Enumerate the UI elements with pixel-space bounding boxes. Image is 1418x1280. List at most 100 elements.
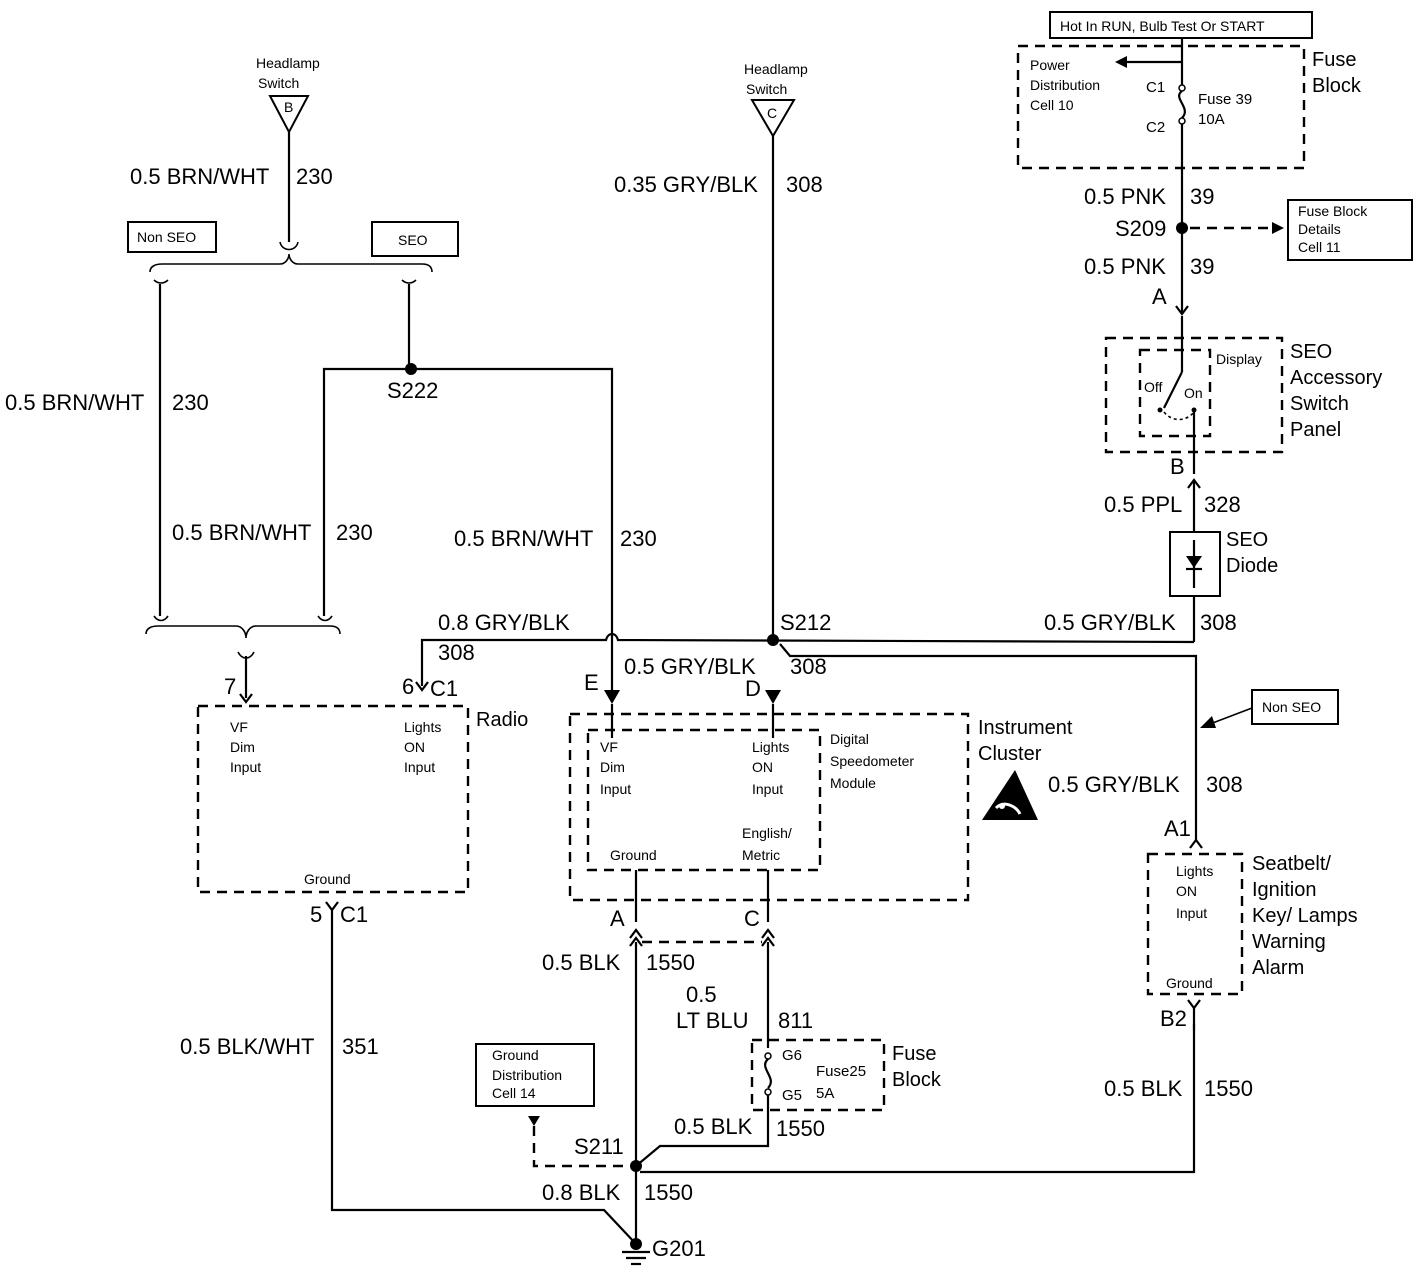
pdc-arrow-icon	[1115, 56, 1127, 68]
wire-328: 328	[1204, 492, 1241, 517]
fuse-g5: G5	[782, 1087, 802, 1104]
ground-g201-icon	[622, 1238, 650, 1266]
headlamp-c-triangle-icon	[750, 99, 796, 138]
wire-gryblk-d: 0.5 GRY/BLK	[624, 654, 756, 679]
splice-s212: S212	[780, 610, 831, 635]
radio-lights-1: Lights	[404, 719, 441, 735]
wire-pnk-2: 0.5 PNK	[1084, 254, 1166, 279]
wire-gryblk-seatbelt: 0.5 GRY/BLK	[1048, 772, 1180, 797]
wire-230-mid: 230	[336, 520, 373, 545]
splice-s222: S222	[387, 378, 438, 403]
radio-c1-top: C1	[430, 676, 458, 701]
seatbelt-ground: Ground	[1166, 975, 1213, 991]
cluster-label-2: Cluster	[978, 743, 1042, 765]
seatbelt-label-5: Alarm	[1252, 957, 1304, 979]
cluster-label-1: Instrument	[978, 717, 1073, 739]
pdc-line-3: Cell 10	[1030, 97, 1074, 113]
cluster-eng-1: English/	[742, 825, 792, 841]
ground-distribution-box	[475, 1043, 595, 1107]
connector-b-icon	[1187, 478, 1201, 489]
details-arrow-icon	[1272, 222, 1284, 234]
wire-811: 811	[778, 1008, 813, 1033]
seatbelt-label-2: Ignition	[1252, 879, 1317, 901]
fuse-39-icon	[1178, 90, 1186, 119]
seatbelt-lights-2: ON	[1176, 883, 1197, 899]
wire-1550-ground: 1550	[644, 1180, 693, 1205]
cluster-vf-3: Input	[600, 781, 631, 797]
cluster-lights-1: Lights	[752, 739, 789, 755]
wire-39-1: 39	[1190, 184, 1214, 209]
wire-308-seatbelt: 308	[1206, 772, 1243, 797]
non-seo-text-left: Non SEO	[137, 229, 196, 245]
wire-308-top: 308	[786, 172, 823, 197]
cluster-ground: Ground	[610, 847, 657, 863]
wire-230-left: 230	[172, 390, 209, 415]
seatbelt-label-3: Key/ Lamps	[1252, 905, 1358, 927]
wire-ltblu-b: LT BLU	[676, 1008, 749, 1033]
ground-dist-line-1: Ground	[492, 1047, 539, 1063]
wire-ltblu-a: 0.5	[686, 982, 717, 1007]
wire-230-right: 230	[620, 526, 657, 551]
seo-panel-label-2: Accessory	[1290, 367, 1382, 389]
seo-off-label: Off	[1144, 379, 1163, 395]
fuse-block-bottom-label-1: Fuse	[892, 1043, 936, 1065]
non-seo-tag-left	[127, 221, 217, 253]
ground-dist-line-2: Distribution	[492, 1067, 562, 1083]
wire-gryblk-right: 0.5 GRY/BLK	[1044, 610, 1176, 635]
esd-warning-icon	[982, 770, 1038, 820]
fuse-block-bottom-label-2: Block	[892, 1069, 942, 1091]
wire-1550-fuse: 1550	[776, 1116, 825, 1141]
cluster-pin-d: D	[745, 676, 761, 701]
seo-diode-label-2: Diode	[1226, 555, 1278, 577]
radio-outline	[196, 704, 470, 894]
non-seo-pointer-icon	[1200, 716, 1216, 728]
radio-pin-7: 7	[224, 674, 236, 699]
seo-panel-label-4: Panel	[1290, 419, 1341, 441]
headlamp-b-triangle-icon	[268, 95, 310, 135]
wire-gryblk-08: 0.8 GRY/BLK	[438, 610, 570, 635]
radio-vf-2: Dim	[230, 739, 255, 755]
seo-tag	[371, 221, 459, 257]
wire-gryblk-035: 0.35 GRY/BLK	[614, 172, 758, 197]
wire-308-right: 308	[1200, 610, 1237, 635]
seatbelt-lights-3: Input	[1176, 905, 1207, 921]
wire-blk-a: 0.5 BLK	[542, 950, 621, 975]
pdc-line-1: Power	[1030, 57, 1070, 73]
cluster-lights-3: Input	[752, 781, 783, 797]
splice-s211: S211	[574, 1134, 624, 1159]
fuse-c2-label: C2	[1146, 119, 1165, 136]
wire-blk-fuse: 0.5 BLK	[674, 1114, 753, 1139]
seatbelt-pin-b2: B2	[1160, 1006, 1187, 1031]
ground-dist-arrow-icon	[528, 1116, 540, 1126]
wire-brnwht-top: 0.5 BRN/WHT	[130, 164, 269, 189]
fuse-block-details-box	[1287, 199, 1413, 261]
fuse-block-top-label-2: Block	[1312, 75, 1362, 97]
wire-brnwht-left: 0.5 BRN/WHT	[5, 390, 144, 415]
fuse-25-amps: 5A	[816, 1085, 834, 1102]
headlamp-b-label-2: Switch	[258, 75, 299, 91]
ground-dist-line-3: Cell 14	[492, 1085, 536, 1101]
hot-in-run-text: Hot In RUN, Bulb Test Or START	[1060, 18, 1265, 34]
fuse-g6: G6	[782, 1047, 802, 1064]
radio-vf-3: Input	[230, 759, 261, 775]
wire-brnwht-right: 0.5 BRN/WHT	[454, 526, 593, 551]
cluster-pin-e: E	[584, 670, 599, 695]
wire-blkwht: 0.5 BLK/WHT	[180, 1034, 314, 1059]
details-line-2: Details	[1298, 221, 1341, 237]
splice-s209-dot	[1176, 222, 1188, 234]
radio-vf-1: VF	[230, 719, 248, 735]
wire-1550-seatbelt: 1550	[1204, 1076, 1253, 1101]
seatbelt-label-1: Seatbelt/	[1252, 853, 1331, 875]
dsm-label-3: Module	[830, 775, 876, 791]
wire-brnwht-mid: 0.5 BRN/WHT	[172, 520, 311, 545]
non-seo-tag-right	[1251, 689, 1339, 725]
wire-1550-a: 1550	[646, 950, 695, 975]
headlamp-c-label-2: Switch	[746, 81, 787, 97]
wire-ppl: 0.5 PPL	[1104, 492, 1182, 517]
seatbelt-pin-a1: A1	[1164, 816, 1191, 841]
fuse-39-label: Fuse 39	[1198, 91, 1252, 108]
option-bracket-top	[149, 253, 433, 273]
option-bracket-bottom	[145, 625, 341, 639]
fuse-c1-label: C1	[1146, 79, 1165, 96]
